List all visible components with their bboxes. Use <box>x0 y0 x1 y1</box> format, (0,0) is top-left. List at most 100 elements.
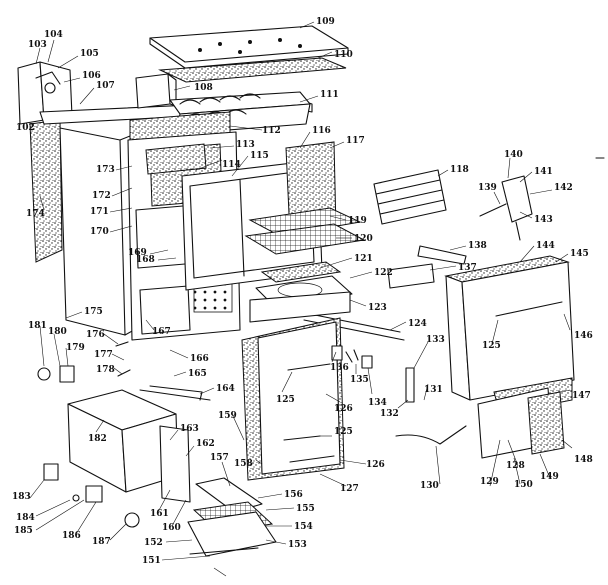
callout-124: 124 <box>408 319 427 329</box>
callout-126b: 126 <box>366 460 385 470</box>
leader-lines <box>29 21 573 577</box>
callout-167: 167 <box>152 327 171 337</box>
callout-153: 153 <box>288 540 307 550</box>
callout-102: 102 <box>16 123 35 133</box>
callout-116: 116 <box>312 126 331 136</box>
callout-145: 145 <box>570 249 589 259</box>
callout-123: 123 <box>368 303 387 313</box>
callout-127: 127 <box>340 484 359 494</box>
callout-186: 186 <box>62 531 81 541</box>
callout-141: 141 <box>534 167 553 177</box>
callout-136: 136 <box>330 363 349 373</box>
broiler-bracket-part <box>387 245 467 289</box>
callout-130: 130 <box>420 481 439 491</box>
callout-187: 187 <box>92 537 111 547</box>
callout-140: 140 <box>504 150 523 160</box>
callout-179: 179 <box>66 343 85 353</box>
callout-181: 181 <box>28 321 47 331</box>
callout-129: 129 <box>480 477 499 487</box>
callout-143: 143 <box>534 215 553 225</box>
callout-132: 132 <box>380 409 399 419</box>
callout-152: 152 <box>144 538 163 548</box>
callout-118: 118 <box>450 165 469 175</box>
callout-146: 146 <box>574 331 593 341</box>
callout-176: 176 <box>86 330 105 340</box>
callout-166: 166 <box>190 354 209 364</box>
callout-173: 173 <box>96 165 115 175</box>
callout-125a: 125 <box>482 341 501 351</box>
callout-182: 182 <box>88 434 107 444</box>
callout-110: 110 <box>334 50 353 60</box>
callout-122: 122 <box>374 268 393 278</box>
callout-120: 120 <box>354 234 373 244</box>
callout-106: 106 <box>82 71 101 81</box>
callout-147: 147 <box>572 391 591 401</box>
rack-guide-part <box>373 169 447 225</box>
top-plate-part <box>149 25 349 69</box>
callout-185: 185 <box>14 526 33 536</box>
callout-119: 119 <box>348 216 367 226</box>
callout-134: 134 <box>368 398 387 408</box>
door-hinge-part <box>331 345 415 403</box>
callout-149: 149 <box>540 472 559 482</box>
callout-160: 160 <box>162 523 181 533</box>
callout-126a: 126 <box>334 404 353 414</box>
door-handle-part <box>395 425 467 445</box>
callout-138: 138 <box>468 241 487 251</box>
callout-105: 105 <box>80 49 99 59</box>
callout-114: 114 <box>222 160 241 170</box>
callout-142: 142 <box>554 183 573 193</box>
oven-door-part <box>241 317 345 481</box>
callout-104: 104 <box>44 30 63 40</box>
callout-157: 157 <box>210 453 229 463</box>
flue-box-part <box>135 73 177 109</box>
callout-154: 154 <box>294 522 313 532</box>
callout-168: 168 <box>136 255 155 265</box>
callout-125b: 125 <box>276 395 295 405</box>
callout-177: 177 <box>94 350 113 360</box>
callout-175: 175 <box>84 307 103 317</box>
callout-131: 131 <box>424 385 443 395</box>
top-insulation-pad-part <box>158 57 347 83</box>
broiler-pan-grid-part <box>187 477 277 557</box>
oven-rack-part <box>244 207 366 255</box>
lower-door-part <box>444 255 575 459</box>
callout-121: 121 <box>354 254 373 264</box>
callout-163: 163 <box>180 424 199 434</box>
callout-128: 128 <box>506 461 525 471</box>
callout-107: 107 <box>96 81 115 91</box>
callout-158: 158 <box>234 459 253 469</box>
callout-151: 151 <box>142 556 161 566</box>
callout-112: 112 <box>262 126 281 136</box>
callout-labels: 109 110 103 104 105 106 107 108 111 102 … <box>12 17 593 566</box>
callout-148: 148 <box>574 455 593 465</box>
drawer-bracket-part <box>159 425 191 503</box>
callout-117: 117 <box>346 136 365 146</box>
callout-133: 133 <box>426 335 445 345</box>
callout-170: 170 <box>90 227 109 237</box>
callout-111: 111 <box>320 90 339 100</box>
ignitor-small-parts <box>37 341 131 383</box>
callout-169: 169 <box>128 248 147 258</box>
callout-180: 180 <box>48 327 67 337</box>
callout-103: 103 <box>28 40 47 50</box>
callout-125c: 125 <box>334 427 353 437</box>
callout-108: 108 <box>194 83 213 93</box>
callout-162: 162 <box>196 439 215 449</box>
callout-115: 115 <box>250 151 269 161</box>
callout-135: 135 <box>350 375 369 385</box>
callout-159: 159 <box>218 411 237 421</box>
callout-113: 113 <box>236 140 255 150</box>
callout-161: 161 <box>150 509 169 519</box>
callout-137: 137 <box>458 263 477 273</box>
callout-178: 178 <box>96 365 115 375</box>
callout-155: 155 <box>296 504 315 514</box>
callout-109: 109 <box>316 17 335 27</box>
callout-139: 139 <box>478 183 497 193</box>
callout-183: 183 <box>12 492 31 502</box>
callout-144: 144 <box>536 241 555 251</box>
callout-174: 174 <box>26 209 45 219</box>
callout-150: 150 <box>514 480 533 490</box>
callout-171: 171 <box>90 207 109 217</box>
callout-156: 156 <box>284 490 303 500</box>
